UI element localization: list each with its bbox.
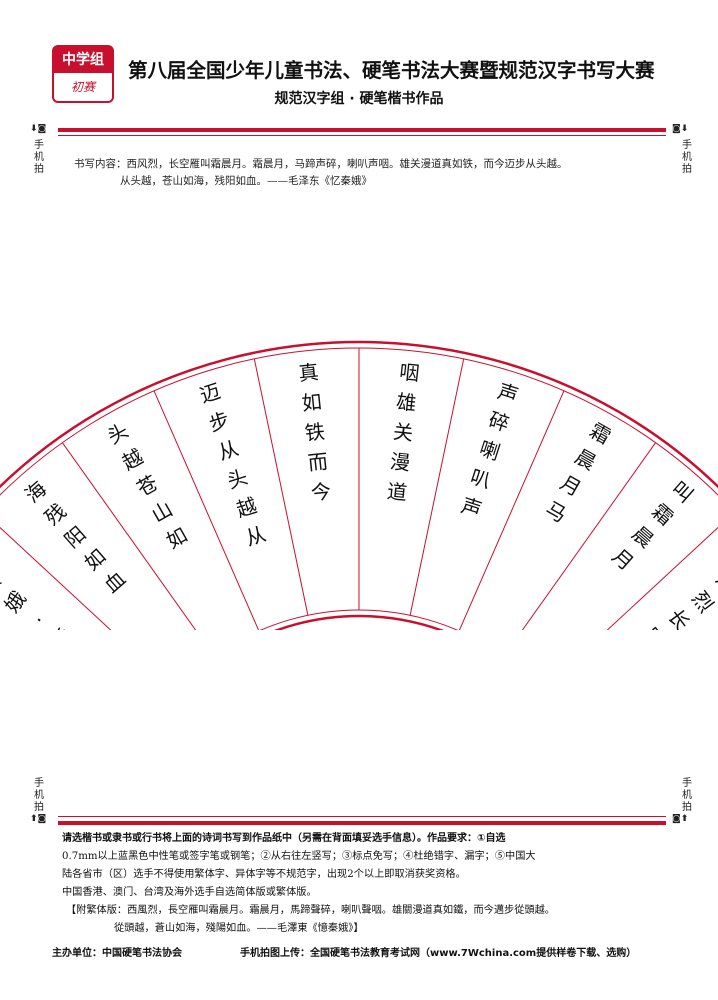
footer-organizer: 主办单位：中国硬笔书法协会 bbox=[52, 948, 182, 959]
fan-char: 长 bbox=[663, 605, 694, 630]
fan-char: 晨 bbox=[571, 444, 600, 475]
side-label-bottom-left: 手机拍 bbox=[34, 778, 44, 813]
group-badge: 中学组 初赛 bbox=[52, 45, 114, 103]
fan-char: 血 bbox=[99, 566, 130, 597]
fan-char: 头 bbox=[103, 418, 132, 449]
fan-char: 霜 bbox=[586, 418, 615, 449]
fan-divider bbox=[606, 526, 718, 630]
fan-char: 如 bbox=[301, 389, 323, 415]
fan-inner-border bbox=[0, 347, 718, 630]
fan-char: 空 bbox=[639, 623, 670, 630]
fan-char: 叭 bbox=[467, 464, 493, 493]
camera-icon: ⬆◙ bbox=[30, 814, 47, 824]
badge-group-label: 中学组 bbox=[54, 47, 112, 73]
fan-divider bbox=[62, 442, 197, 630]
fan-char: 道 bbox=[386, 479, 408, 505]
fan-divider bbox=[409, 358, 465, 616]
fan-divider bbox=[458, 390, 565, 630]
fan-char: 步 bbox=[206, 407, 232, 436]
fan-char: 真 bbox=[297, 360, 319, 386]
fan-char: 苍 bbox=[133, 470, 162, 501]
traditional-line-1: 【附繁体版：西風烈，長空雁叫霜晨月。霜晨月，馬蹄聲碎，喇叭聲咽。雄關漫道真如鐵，… bbox=[66, 905, 555, 916]
requirements-line-2: 0.7mm以上蓝黑色中性笔或签字笔或钢笔；②从右往左竖写；③标点免写；④杜绝错字… bbox=[62, 851, 536, 862]
fan-char: 咽 bbox=[398, 360, 420, 386]
requirements-line-4: 中国香港、澳门、台湾及海外选手自选简体版或繁体版。 bbox=[62, 887, 317, 898]
badge-stage-label: 初赛 bbox=[70, 80, 95, 94]
fan-divider bbox=[0, 526, 112, 630]
fan-outer-border bbox=[0, 340, 718, 630]
side-label-bottom-right: 手机拍 bbox=[682, 778, 692, 813]
camera-icon: ◙⬇ bbox=[672, 124, 689, 134]
fan-char: 碎 bbox=[486, 407, 512, 436]
content-line-1: 书写内容：西风烈，长空雁叫霜晨月。霜晨月，马蹄声碎，喇叭声咽。雄关漫道真如铁，而… bbox=[74, 158, 568, 170]
fan-char: 晨 bbox=[627, 521, 658, 552]
page-title: 第八届全国少年儿童书法、硬笔书法大赛暨规范汉字书写大赛 bbox=[128, 59, 655, 82]
fan-char: 山 bbox=[147, 496, 176, 527]
fan-char: 阳 bbox=[60, 521, 91, 552]
fan-char: 关 bbox=[392, 419, 414, 445]
fan-char: 声 bbox=[458, 493, 484, 522]
fan-char: 月 bbox=[608, 544, 639, 575]
fan-char: 迈 bbox=[197, 379, 223, 408]
footer-upload: 手机拍图上传：全国硬笔书法教育考试网（www.7Wchina.com提供样卷下载… bbox=[240, 948, 637, 959]
fan-divider bbox=[153, 390, 260, 630]
writing-content: 书写内容：西风烈，长空雁叫霜晨月。霜晨月，马蹄声碎，喇叭声咽。雄关漫道真如铁，而… bbox=[74, 156, 674, 190]
fan-char: · bbox=[28, 610, 51, 629]
fan-char: 霜 bbox=[647, 499, 678, 530]
page-subtitle: 规范汉字组 · 硬笔楷书作品 bbox=[274, 91, 444, 107]
requirements-line-1: 请选楷书或隶书或行书将上面的诗词书写到作品纸中（另需在背面填妥选手信息）。作品要… bbox=[62, 833, 506, 844]
bottom-rule bbox=[58, 821, 666, 825]
fan-char: 如 bbox=[162, 523, 191, 554]
side-label-top-right: 手机拍 bbox=[682, 140, 692, 175]
fan-char: 如 bbox=[80, 544, 111, 575]
fan-char: 今 bbox=[310, 479, 332, 505]
fan-char: 铁 bbox=[304, 419, 326, 445]
content-line-2: 从头越，苍山如海，残阳如血。——毛泽东《忆秦娥》 bbox=[120, 175, 372, 187]
fan-char: 残 bbox=[40, 499, 71, 530]
camera-icon: ⬇◙ bbox=[30, 124, 47, 134]
fan-char: 叫 bbox=[667, 476, 698, 507]
traditional-line-2: 從頭越，蒼山如海，殘陽如血。——毛澤東《憶秦娥》】 bbox=[114, 923, 364, 934]
fan-char: 漫 bbox=[389, 449, 411, 475]
bottom-rule-thin bbox=[58, 816, 666, 817]
camera-icon: ◙⬆ bbox=[672, 814, 689, 824]
fan-divider bbox=[521, 442, 656, 630]
fan-char: 声 bbox=[495, 379, 521, 408]
fan-char: 马 bbox=[541, 496, 570, 527]
fan-char: 海 bbox=[20, 476, 51, 507]
fan-writing-area: 西风烈长空雁叫霜晨月霜晨月马声碎喇叭声咽雄关漫道真如铁而今迈步从头越从头越苍山如… bbox=[0, 340, 718, 630]
fan-char: 喇 bbox=[477, 436, 503, 465]
fan-char: 秦 bbox=[0, 569, 7, 599]
fan-char: 越 bbox=[118, 444, 147, 475]
fan-char: 头 bbox=[224, 464, 250, 493]
fan-char: 月 bbox=[556, 470, 585, 501]
fan-char: 烈 bbox=[687, 587, 718, 617]
fan-char: 雄 bbox=[395, 389, 417, 415]
fan-char: 毛 bbox=[48, 623, 79, 630]
top-rule bbox=[58, 128, 666, 132]
fan-char: 从 bbox=[242, 522, 268, 551]
requirements-block: 请选楷书或隶书或行书将上面的诗词书写到作品纸中（另需在背面填妥选手信息）。作品要… bbox=[62, 830, 672, 938]
fan-char: 而 bbox=[307, 449, 329, 475]
side-label-top-left: 手机拍 bbox=[34, 140, 44, 175]
fan-divider bbox=[253, 358, 309, 616]
fan-char: 娥 bbox=[0, 587, 31, 617]
fan-char: 从 bbox=[215, 436, 241, 465]
fan-frame bbox=[0, 340, 718, 630]
top-rule-thin bbox=[58, 135, 666, 136]
fan-char: 越 bbox=[233, 493, 259, 522]
fan-char: 风 bbox=[711, 569, 718, 599]
requirements-line-3: 陆各省市（区）选手不得使用繁体字、异体字等不规范字，出现2个以上即取消获奖资格。 bbox=[62, 869, 466, 880]
